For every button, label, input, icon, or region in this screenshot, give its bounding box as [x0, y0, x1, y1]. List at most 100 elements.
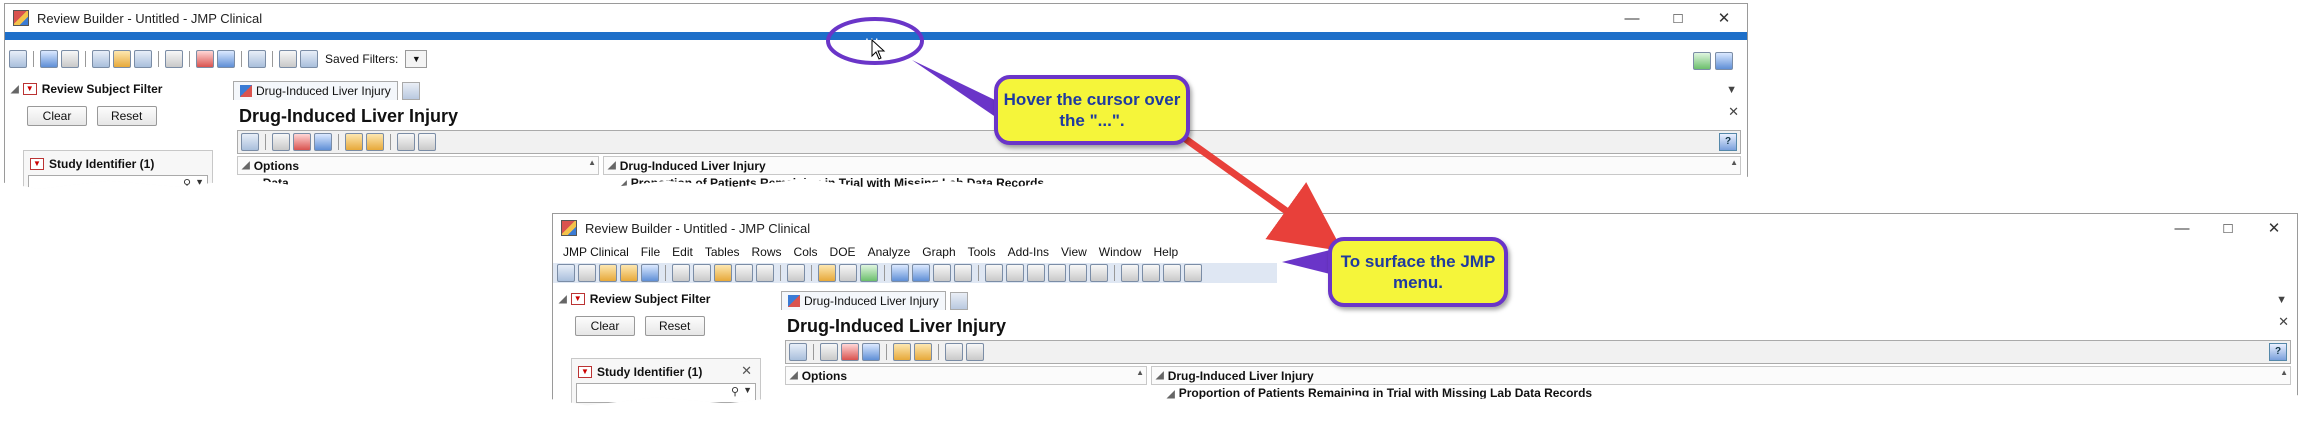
reset-button[interactable]: Reset [644, 316, 705, 336]
cursor-tool-icon[interactable] [789, 343, 807, 361]
lasso-icon[interactable] [1027, 264, 1045, 282]
magnifier-icon[interactable] [1048, 264, 1066, 282]
report-icon[interactable] [818, 264, 836, 282]
help-icon[interactable] [1715, 52, 1733, 70]
chevron-down-icon[interactable]: ▼ [195, 177, 204, 187]
tab-drug-induced-liver-injury[interactable]: Drug-Induced Liver Injury [233, 81, 398, 100]
close-icon[interactable]: ✕ [2278, 314, 2289, 329]
script-icon[interactable] [735, 264, 753, 282]
red-triangle-menu-icon[interactable]: ▼ [22, 83, 37, 95]
refresh-icon[interactable] [397, 133, 415, 151]
menu-analyze[interactable]: Analyze [867, 245, 911, 259]
pin-icon[interactable]: ▼ [2276, 294, 2287, 306]
tab-chart-icon[interactable] [949, 292, 968, 310]
export-icon[interactable] [217, 50, 235, 68]
menu-file[interactable]: File [640, 245, 661, 259]
tab-drug-induced-liver-injury[interactable]: Drug-Induced Liver Injury [781, 291, 946, 310]
hand-tool-icon[interactable] [985, 264, 1003, 282]
open-folder-icon[interactable] [620, 264, 638, 282]
menu-help[interactable]: Help [1153, 245, 1179, 259]
close-icon[interactable]: ✕ [741, 363, 752, 378]
arrow-tool-icon[interactable] [891, 264, 909, 282]
text-icon[interactable] [248, 50, 266, 68]
ellipse-icon[interactable] [1184, 264, 1202, 282]
options-header[interactable]: ◢ Options ▲ [785, 366, 1147, 385]
menu-tools[interactable]: Tools [967, 245, 996, 259]
scroll-up-icon[interactable]: ▲ [1730, 158, 1738, 167]
maximize-icon[interactable]: □ [1673, 9, 1683, 27]
menu-add-ins[interactable]: Add-Ins [1007, 245, 1049, 259]
menu-tables[interactable]: Tables [704, 245, 740, 259]
menu-cols[interactable]: Cols [793, 245, 818, 259]
save-icon[interactable] [134, 50, 152, 68]
maximize-icon[interactable]: □ [2223, 219, 2233, 237]
journal-icon[interactable] [756, 264, 774, 282]
list-icon[interactable] [61, 50, 79, 68]
scroll-up-icon[interactable]: ▲ [588, 158, 596, 167]
minimize-icon[interactable]: — [2174, 219, 2190, 237]
clear-button[interactable]: Clear [575, 316, 635, 336]
scroll-up-icon[interactable]: ▲ [1136, 368, 1144, 377]
section-header[interactable]: ◢ Drug-Induced Liver Injury ▲ [603, 156, 1741, 175]
layout-icon[interactable] [1693, 52, 1711, 70]
red-triangle-menu-icon[interactable]: ▼ [578, 366, 592, 378]
scroll-up-icon[interactable]: ▲ [2280, 368, 2288, 377]
new-icon[interactable] [92, 50, 110, 68]
options-header[interactable]: ◢ Options ▲ [237, 156, 599, 175]
menu-edit[interactable]: Edit [672, 245, 693, 259]
saved-filter-icon[interactable] [300, 50, 318, 68]
menu-doe[interactable]: DOE [829, 245, 856, 259]
pin-icon[interactable]: ▼ [1726, 84, 1737, 96]
save-icon[interactable] [641, 264, 659, 282]
close-icon[interactable]: ✕ [2267, 220, 2281, 237]
new-script-icon[interactable] [578, 264, 596, 282]
zoom-icon[interactable] [418, 133, 436, 151]
clear-button[interactable]: Clear [27, 106, 87, 126]
plus-icon[interactable] [1069, 264, 1087, 282]
search-icon[interactable]: ⚲ [730, 386, 739, 398]
notes-icon[interactable] [914, 343, 932, 361]
crosshair-icon[interactable] [933, 264, 951, 282]
reset-button[interactable]: Reset [96, 106, 157, 126]
zoom-icon[interactable] [966, 343, 984, 361]
close-icon[interactable]: ✕ [1728, 104, 1739, 119]
search-input[interactable]: ⚲ ▼ [576, 383, 756, 403]
grid-icon[interactable] [272, 133, 290, 151]
saved-filters-dropdown[interactable]: ▼ [405, 50, 428, 68]
help-icon[interactable]: ? [1719, 133, 1737, 151]
data-icon[interactable] [839, 264, 857, 282]
section-header[interactable]: ◢ Drug-Induced Liver Injury ▲ [1151, 366, 2291, 385]
tab-chart-icon[interactable] [401, 82, 420, 100]
cursor-tool-icon[interactable] [241, 133, 259, 151]
search-input[interactable]: ⚲ ▼ [28, 175, 208, 189]
red-triangle-menu-icon[interactable]: ▼ [30, 158, 44, 170]
help-icon[interactable]: ? [2269, 343, 2287, 361]
annotate-icon[interactable] [1121, 264, 1139, 282]
report-icon[interactable] [196, 50, 214, 68]
menu-window[interactable]: Window [1098, 245, 1142, 259]
collapsed-menu-bar[interactable]: ... [5, 27, 1747, 43]
options-data-item[interactable]: ◢Data [251, 176, 289, 190]
polygon-icon[interactable] [1163, 264, 1181, 282]
red-triangle-menu-icon[interactable]: ▼ [570, 293, 585, 305]
menu-jmp-clinical[interactable]: JMP Clinical [563, 245, 629, 259]
menu-graph[interactable]: Graph [922, 245, 956, 259]
brush-icon[interactable] [1006, 264, 1024, 282]
distribution-icon[interactable] [860, 264, 878, 282]
notes-icon[interactable] [366, 133, 384, 151]
preview-icon[interactable] [165, 50, 183, 68]
filter-icon[interactable] [279, 50, 297, 68]
menu-view[interactable]: View [1061, 245, 1087, 259]
export-icon[interactable] [862, 343, 880, 361]
report-icon[interactable] [841, 343, 859, 361]
grid-icon[interactable] [820, 343, 838, 361]
rows-icon[interactable] [1142, 264, 1160, 282]
refresh-icon[interactable] [945, 343, 963, 361]
help-tool-icon[interactable] [912, 264, 930, 282]
collapse-triangle-icon[interactable]: ◢ [559, 293, 567, 305]
comment-icon[interactable] [345, 133, 363, 151]
export-icon[interactable] [314, 133, 332, 151]
collapse-triangle-icon[interactable]: ◢ [11, 83, 19, 95]
cut-icon[interactable] [672, 264, 690, 282]
menu-rows[interactable]: Rows [751, 245, 782, 259]
